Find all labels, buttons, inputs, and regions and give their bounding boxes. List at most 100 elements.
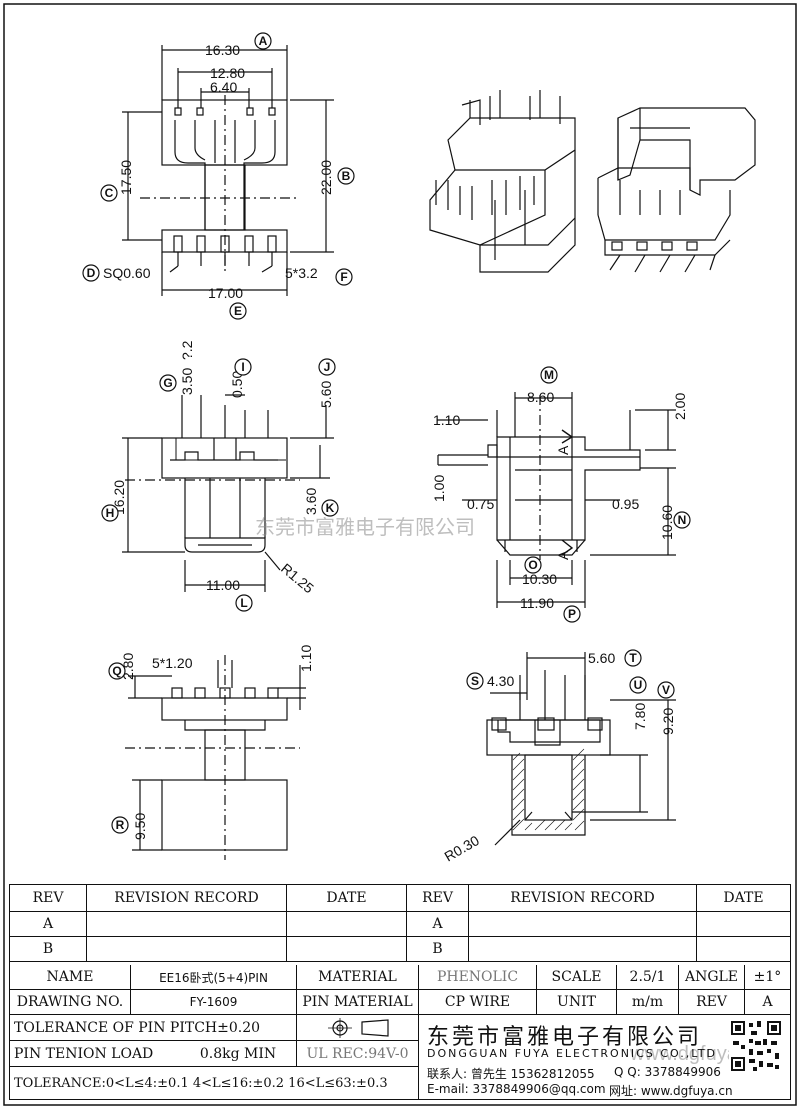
callout-v: V <box>657 681 675 699</box>
tolerance-pitch-row: TOLERANCE OF PIN PITCH±0.20 <box>10 1015 790 1041</box>
email: E-mail: 3378849906@qq.com <box>427 1082 606 1096</box>
rev-b: B <box>10 937 87 961</box>
rev-header-2: REV <box>407 885 469 911</box>
svg-text:G: G <box>163 376 172 390</box>
dim-16-30: 16.30 <box>205 42 240 58</box>
callout-r: R <box>111 816 129 834</box>
callout-n: N <box>673 511 691 529</box>
isometric-bobbin-right <box>597 107 756 273</box>
rev-a: A <box>10 912 87 936</box>
pin-tension-row: PIN TENION LOAD 0.8kg MIN UL REC:94V-0 <box>10 1041 790 1067</box>
svg-text:Q: Q <box>112 664 121 678</box>
company-name-cn: 东莞市富雅电子有限公司 <box>427 1025 703 1050</box>
dim-5x3-2: 5*3.2 <box>285 265 318 281</box>
svg-text:J: J <box>324 360 331 374</box>
pin-material-value: CP WIRE <box>419 990 537 1014</box>
material-label: MATERIAL <box>297 965 419 989</box>
dim-1-10-b: 1.10 <box>298 645 314 672</box>
section-view <box>486 652 676 846</box>
drawing-no-value: FY-1609 <box>131 990 297 1014</box>
scale-label: SCALE <box>537 965 617 989</box>
callout-a: A <box>254 32 272 50</box>
date-header-2: DATE <box>723 890 764 906</box>
dim-11-00: 11.00 <box>206 577 240 593</box>
svg-text:A: A <box>259 34 268 48</box>
dim-12-80: 12.80 <box>210 65 245 81</box>
watermark-company: 东莞市富雅电子有限公司 <box>255 516 475 539</box>
tolerance-pin-pitch: TOLERANCE OF PIN PITCH±0.20 <box>10 1015 297 1041</box>
qq: Q Q: 3378849906 <box>614 1065 721 1079</box>
dim-9-20: 9.20 <box>660 708 676 735</box>
revision-record-header-2: REVISION RECORD <box>469 885 697 911</box>
dim-9-50: 9.50 <box>132 813 148 840</box>
pin-tension-value: 0.8kg MIN <box>180 1041 297 1067</box>
isometric-bobbin-left <box>429 90 576 273</box>
callout-k: K <box>321 499 339 517</box>
front-view <box>122 394 334 592</box>
company-block: 东莞市富雅电子有限公司 DONGGUAN FUYA ELECTRONICS CO… <box>419 1015 790 1099</box>
callout-l: L <box>235 594 253 612</box>
dim-10-30: 10.30 <box>522 571 557 587</box>
dim-sq-0-60: SQ0.60 <box>103 265 151 281</box>
rev-value: A <box>762 994 773 1010</box>
dim-0-50: 0.50 <box>229 371 245 398</box>
callout-h: H <box>101 504 119 522</box>
dim-r1-25: R1.25 <box>278 560 317 596</box>
svg-text:R: R <box>116 818 125 832</box>
svg-text:D: D <box>87 266 96 280</box>
svg-text:B: B <box>342 169 351 183</box>
name-row: NAME EE16卧式(5+4)PIN MATERIAL PHENOLIC SC… <box>10 965 790 990</box>
contact: 联系人: 曾先生 15362812055 <box>427 1067 595 1081</box>
dim-7-80: 7.80 <box>632 703 648 730</box>
dim-r0-30: R0.30 <box>442 832 483 865</box>
dim-4-30: 4.30 <box>487 673 514 689</box>
section-mark-a-bottom: A <box>555 550 571 560</box>
drawing-no-label: DRAWING NO. <box>10 990 131 1014</box>
svg-text:H: H <box>106 506 115 520</box>
callout-t: T <box>624 649 642 667</box>
dim-10-60: 10.60 <box>659 505 675 540</box>
rear-view <box>125 655 306 860</box>
svg-text:U: U <box>634 678 643 692</box>
first-angle-projection-icon <box>327 1017 389 1038</box>
side-view <box>437 392 676 608</box>
dim-11-90: 11.90 <box>520 595 554 611</box>
svg-text:N: N <box>678 513 687 527</box>
tolerance-line: TOLERANCE:0<L≤4:±0.1 4<L≤16:±0.2 16<L≤63… <box>10 1067 419 1099</box>
dim-17-50: 17.50 <box>118 160 134 195</box>
callout-o: O <box>524 556 542 574</box>
svg-text:S: S <box>471 674 479 688</box>
svg-text:E: E <box>234 304 242 318</box>
dim-1-10-a: 1.10 <box>433 412 460 428</box>
callout-e: E <box>229 302 247 320</box>
section-mark-a-top: A <box>555 445 571 455</box>
rev-header: REV <box>10 885 87 911</box>
callout-q: Q <box>108 662 126 680</box>
dim-22-00: 22.00 <box>318 160 334 195</box>
svg-text:V: V <box>662 683 670 697</box>
svg-text:M: M <box>544 368 554 382</box>
callout-d: D <box>82 264 100 282</box>
callout-c: C <box>100 184 118 202</box>
dim-2-2: ?.2 <box>179 340 195 360</box>
svg-text:P: P <box>568 607 576 621</box>
dim-0-95: 0.95 <box>612 496 639 512</box>
top-view <box>122 45 334 296</box>
tolerance-row: TOLERANCE:0<L≤4:±0.1 4<L≤16:±0.2 16<L≤63… <box>10 1067 790 1099</box>
dim-8-60: 8.60 <box>527 389 554 405</box>
dim-3-60: 3.60 <box>303 488 319 515</box>
dim-1-00: 1.00 <box>431 475 447 502</box>
callout-i: I <box>234 358 252 376</box>
company-name-en: DONGGUAN FUYA ELECTRONICS CO.,LTD <box>427 1047 718 1060</box>
callout-j: J <box>318 358 336 376</box>
name-label: NAME <box>10 965 131 989</box>
rev-label: REV <box>679 990 745 1014</box>
ul-rec: UL REC:94V-0 <box>297 1041 419 1067</box>
qr-code-icon <box>729 1019 783 1073</box>
dim-5-60: 5.60 <box>318 381 334 408</box>
website: 网址: www.dgfuya.cn <box>609 1084 733 1098</box>
revision-row-b: B B <box>10 937 790 962</box>
revision-header-row: REV REVISION RECORD DATE REV REVISION RE… <box>10 885 790 912</box>
projection-symbol <box>297 1015 419 1041</box>
